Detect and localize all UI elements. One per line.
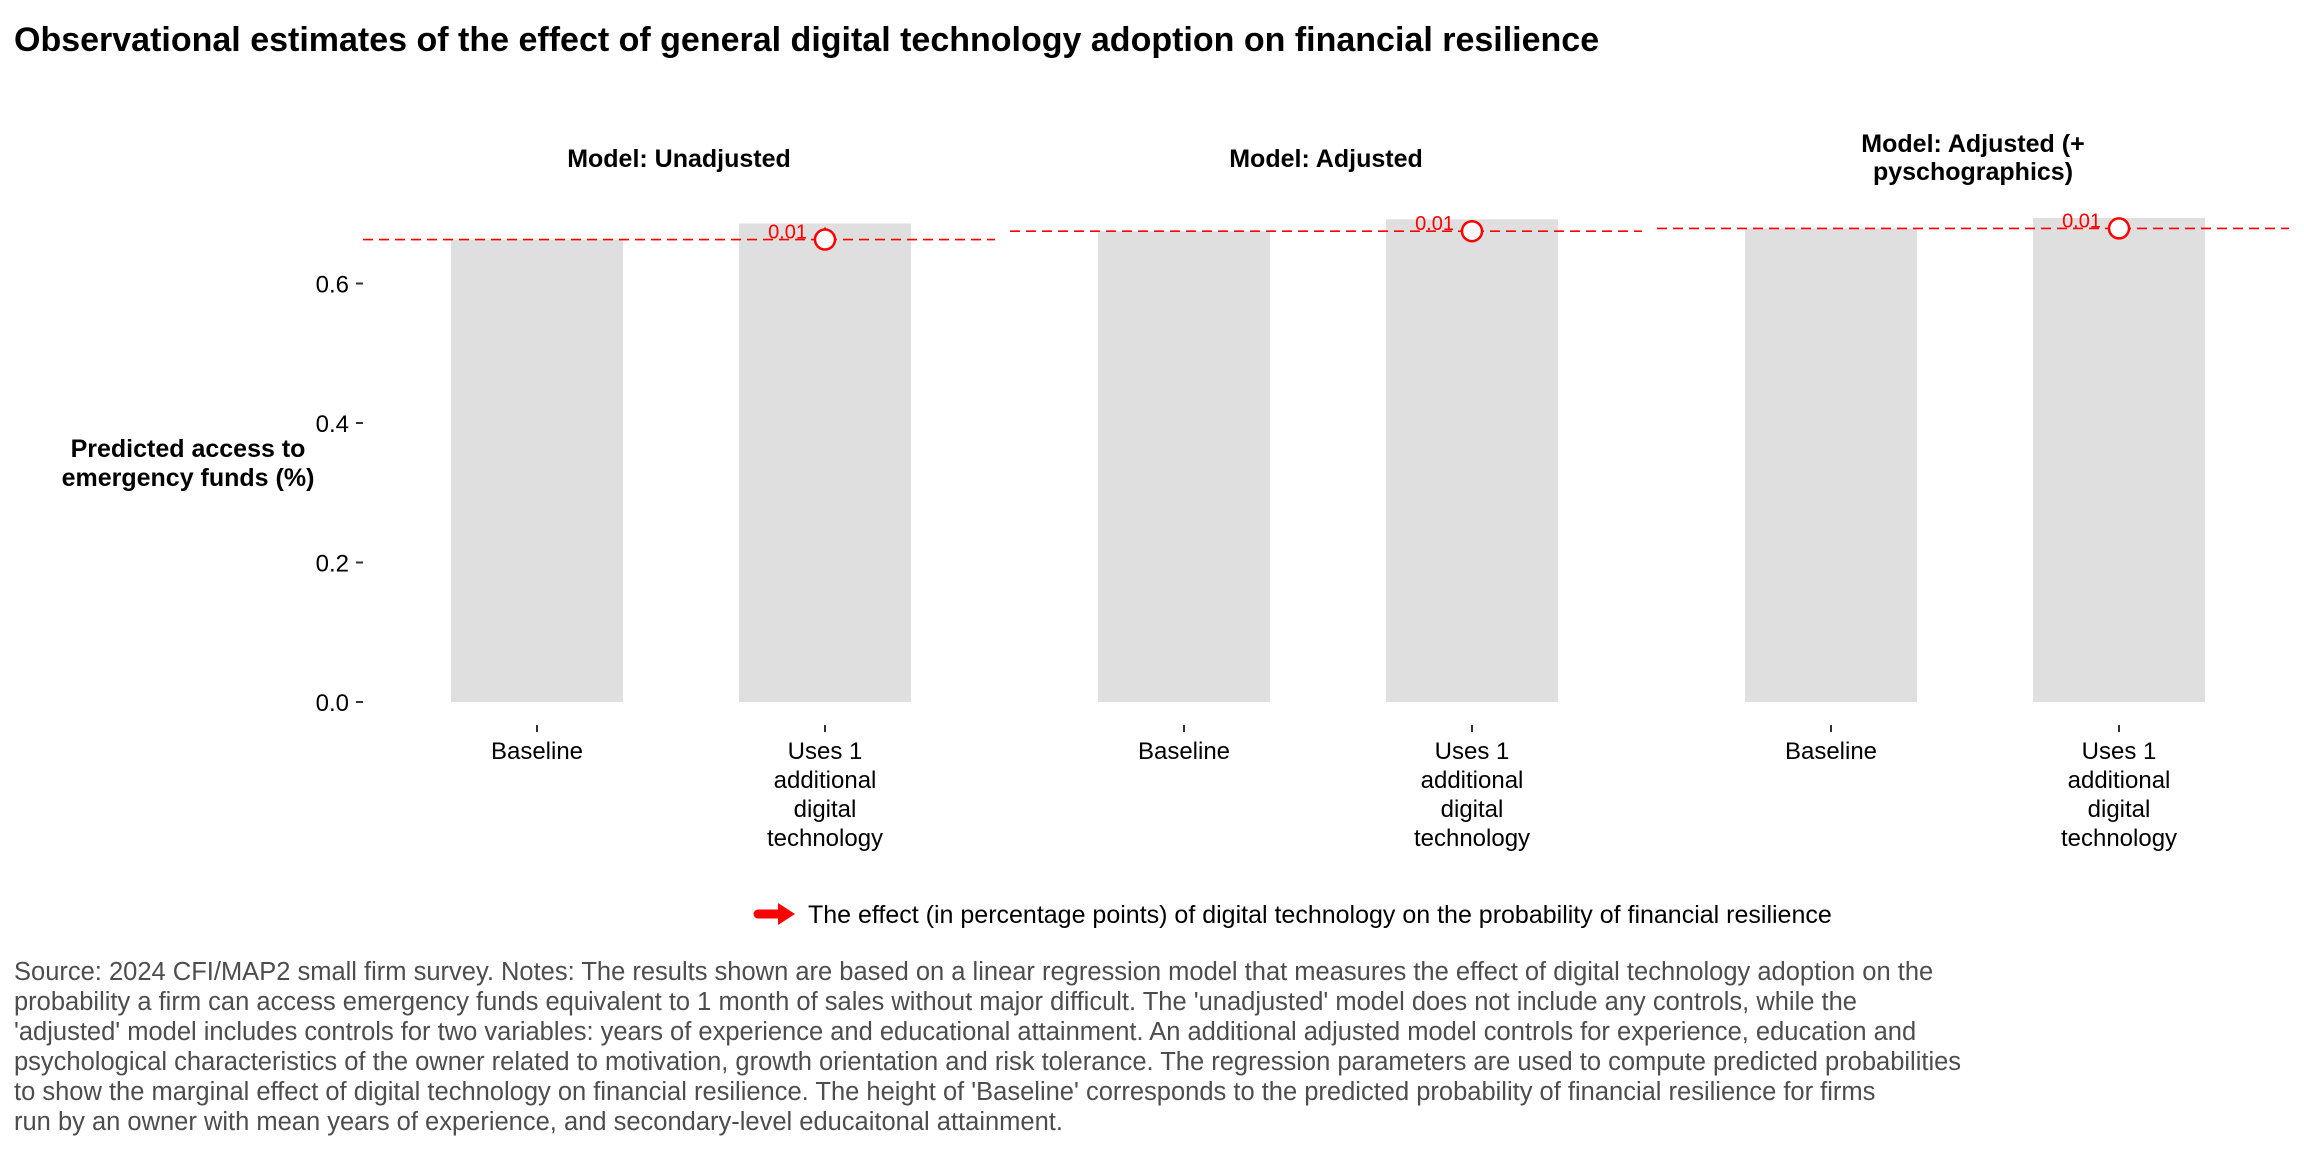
facet-title: Model: Unadjusted (567, 145, 791, 173)
facet-title: Model: Adjusted (+pyschographics) (1861, 130, 2084, 186)
baseline-point-marker (813, 228, 837, 251)
x-tick-label: Baseline (1138, 738, 1230, 765)
chart-title: Observational estimates of the effect of… (14, 21, 1599, 59)
bar (1098, 231, 1270, 702)
baseline-point-marker (1460, 219, 1484, 243)
y-tick-label: 0.0 (316, 690, 349, 717)
legend-key-arrow-head (778, 903, 795, 925)
baseline-point-marker (2107, 217, 2131, 240)
facet-panel: Model: Adjusted (+pyschographics) Baselin… (1657, 130, 2289, 852)
bar (451, 239, 623, 702)
y-tick-label: 0.2 (316, 551, 349, 578)
bar (1386, 219, 1558, 702)
bar (2033, 217, 2205, 702)
bar (1745, 228, 1917, 702)
effect-label: 0.01 (2062, 210, 2101, 232)
bar (739, 223, 911, 702)
effect-label: 0.01 (1415, 213, 1454, 235)
y-axis: 0.0 0.2 0.4 0.6 (316, 272, 363, 717)
legend: The effect (in percentage points) of dig… (753, 901, 1832, 929)
x-tick-label: Baseline (491, 738, 583, 765)
source-notes-caption: Source: 2024 CFI/MAP2 small firm survey.… (14, 958, 1962, 1136)
y-tick-label: 0.6 (316, 272, 349, 299)
y-tick-label: 0.4 (316, 411, 349, 438)
legend-label: The effect (in percentage points) of dig… (808, 901, 1832, 929)
facet-title: Model: Adjusted (1229, 145, 1423, 173)
x-tick-label: Baseline (1785, 738, 1877, 765)
effect-label: 0.01 (768, 222, 807, 244)
